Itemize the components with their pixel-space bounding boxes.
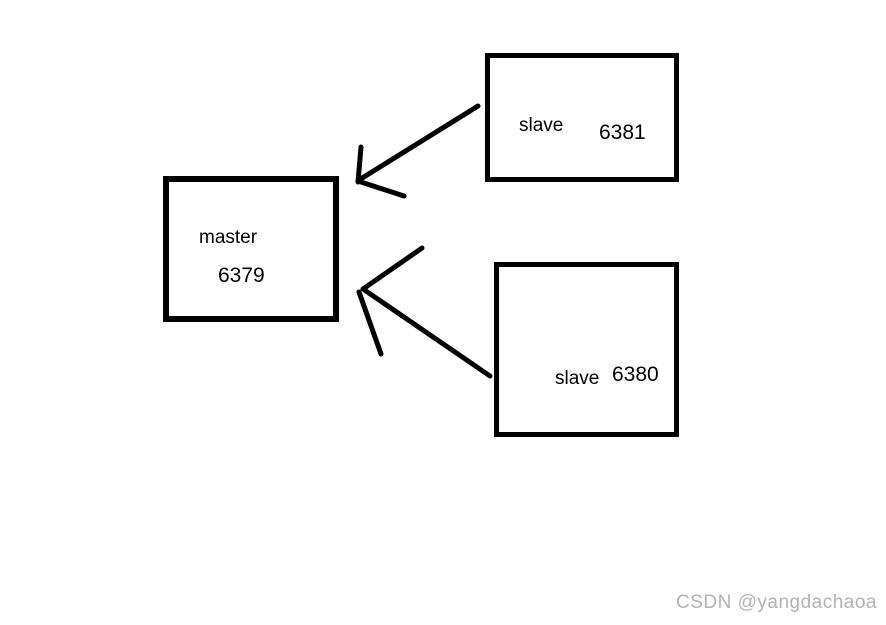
arrow-shaft: [360, 286, 493, 379]
master-node-label: master: [199, 227, 258, 248]
arrowhead-stroke: [355, 144, 364, 185]
arrowhead-stroke: [360, 245, 425, 292]
master-node-box: [163, 176, 339, 322]
arrow-shaft: [356, 103, 481, 183]
arrow-slave-6381-to-master-icon: [355, 103, 481, 199]
slave-6381-node-label: slave: [519, 115, 564, 136]
slave-6380-node-label: slave: [555, 368, 600, 389]
arrowhead-stroke: [355, 178, 407, 199]
slave-6381-node-port: 6381: [599, 121, 646, 144]
slave-6380-node-box: [494, 262, 679, 437]
arrowhead-stroke: [356, 289, 384, 357]
master-node-port: 6379: [218, 264, 265, 287]
slave-6380-node-port: 6380: [612, 363, 659, 386]
slave-6381-node-box: [485, 53, 679, 182]
csdn-watermark: CSDN @yangdachaoa: [675, 592, 877, 613]
arrow-slave-6380-to-master-icon: [356, 245, 493, 379]
